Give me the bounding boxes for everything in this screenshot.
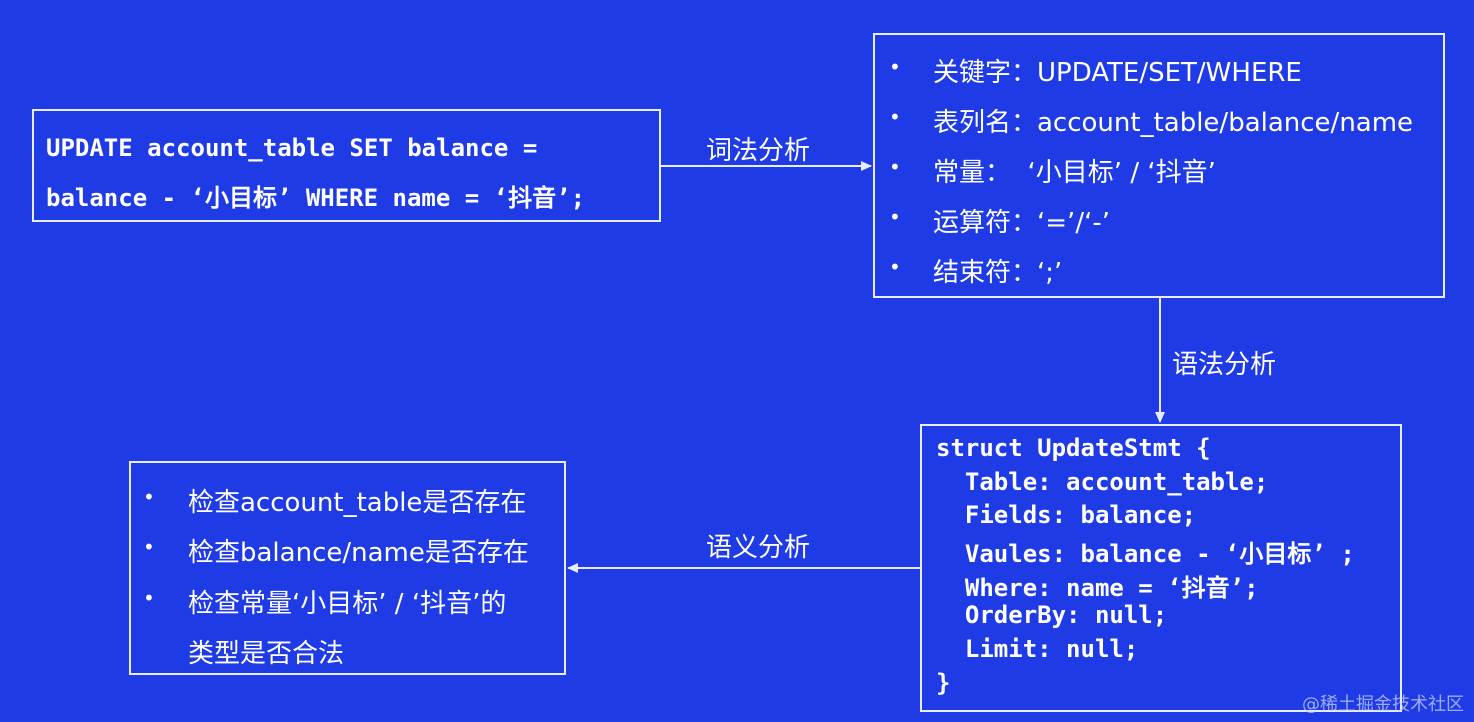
struct-line-8: } [936, 669, 951, 697]
bullet-icon: • [889, 105, 901, 129]
edge-label-syntax: 语法分析 [1172, 350, 1277, 380]
bullet-icon: • [889, 205, 901, 229]
token-item-operators: 运算符：‘=’/‘-’ [933, 208, 1110, 238]
edge-label-semantic: 语义分析 [706, 533, 811, 563]
check-item-constants-cont: 类型是否合法 [188, 639, 345, 669]
struct-line-6: OrderBy: null; [936, 601, 1168, 629]
check-item-constants: 检查常量‘小目标’ / ‘抖音’的 [188, 589, 507, 619]
sql-line-1: UPDATE account_table SET balance = [46, 134, 538, 162]
struct-line-7: Limit: null; [936, 635, 1139, 663]
bullet-icon: • [889, 155, 901, 179]
sql-statement-box: UPDATE account_table SET balance = balan… [32, 109, 661, 222]
token-item-identifiers: 表列名：account_table/balance/name [933, 108, 1414, 138]
struct-line-2: Table: account_table; [936, 468, 1269, 496]
struct-line-5: Where: name = ‘抖音’; [936, 574, 1259, 602]
edge-label-lexical: 词法分析 [706, 136, 811, 166]
watermark: @稀土掘金技术社区 [1302, 694, 1464, 715]
check-item-columns: 检查balance/name是否存在 [188, 538, 529, 568]
token-item-terminators: 结束符：‘;’ [933, 258, 1063, 288]
sql-line-2: balance - ‘小目标’ WHERE name = ‘抖音’; [46, 184, 586, 212]
bullet-icon: • [143, 586, 155, 610]
struct-line-3: Fields: balance; [936, 501, 1197, 529]
struct-line-1: struct UpdateStmt { [936, 434, 1211, 462]
bullet-icon: • [143, 485, 155, 509]
bullet-icon: • [889, 255, 901, 279]
token-item-constants: 常量： ‘小目标’ / ‘抖音’ [933, 158, 1216, 188]
token-item-keywords: 关键字：UPDATE/SET/WHERE [933, 58, 1302, 88]
struct-box: struct UpdateStmt { Table: account_table… [920, 424, 1402, 712]
check-item-table: 检查account_table是否存在 [188, 488, 527, 518]
bullet-icon: • [889, 55, 901, 79]
struct-line-4: Vaules: balance - ‘小目标’ ; [936, 540, 1355, 568]
bullet-icon: • [143, 535, 155, 559]
semantic-check-box: • 检查account_table是否存在 • 检查balance/name是否… [129, 461, 566, 675]
tokens-box: • 关键字：UPDATE/SET/WHERE • 表列名：account_tab… [873, 33, 1445, 298]
